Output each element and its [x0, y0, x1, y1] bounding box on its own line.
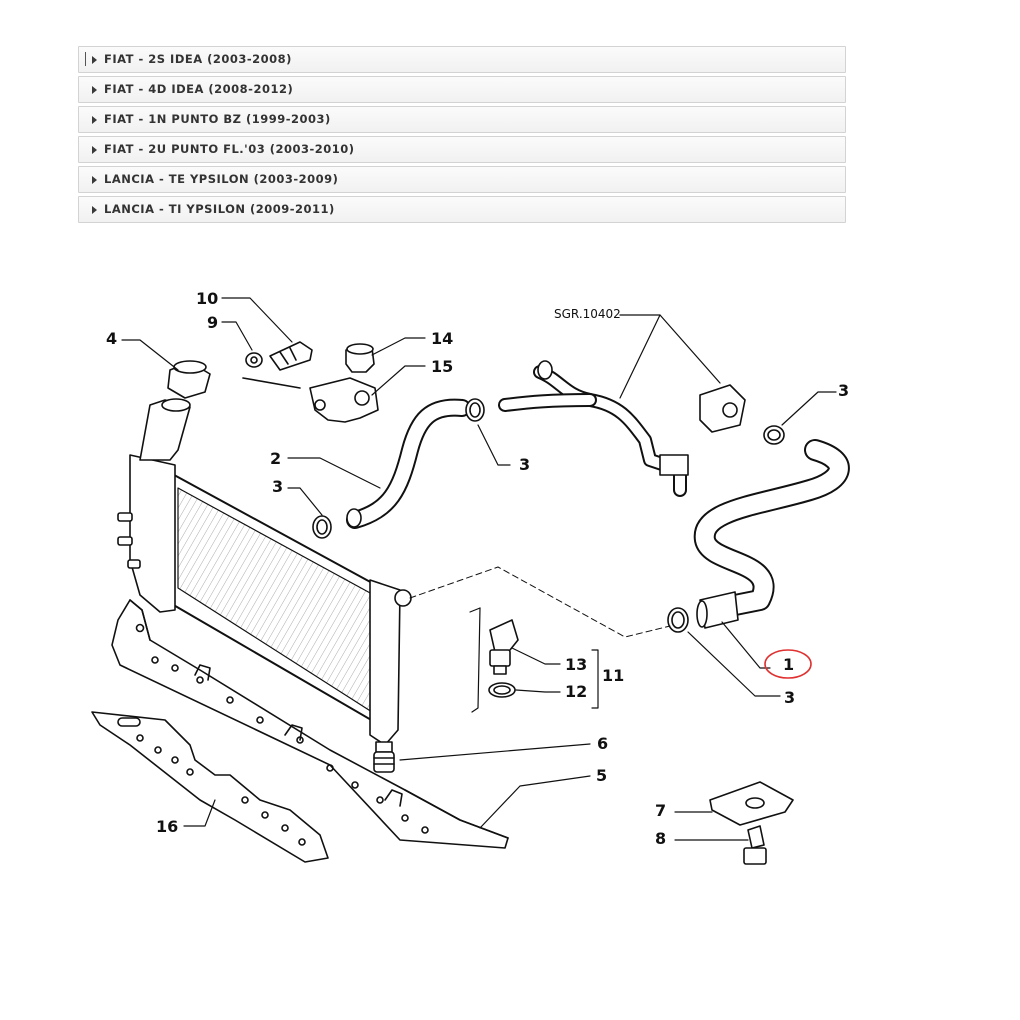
callout-6: 6 [597, 734, 608, 753]
leader-lines [121, 297, 837, 841]
callout-9: 9 [207, 313, 218, 332]
callout-15: 15 [431, 357, 453, 376]
expand-arrow-icon [92, 146, 97, 154]
callout-2: 2 [270, 449, 281, 468]
ref-label-sgr: SGR.10402 [554, 307, 621, 321]
model-label: FIAT - 2U PUNTO FL.'03 (2003-2010) [104, 142, 355, 156]
model-row-fiat-4d-idea[interactable]: FIAT - 4D IDEA (2008-2012) [78, 76, 846, 103]
callout-3-left: 3 [272, 477, 283, 496]
crossmember-part-5 [111, 599, 509, 849]
expand-arrow-icon [92, 206, 97, 214]
model-label: LANCIA - TI YPSILON (2009-2011) [104, 202, 335, 216]
bolt-part-10 [269, 341, 313, 371]
callout-16: 16 [156, 817, 178, 836]
bracket-part-15 [309, 377, 379, 423]
callout-5: 5 [596, 766, 607, 785]
callout-11: 11 [602, 666, 624, 685]
model-list: FIAT - 2S IDEA (2003-2008) FIAT - 4D IDE… [78, 46, 846, 226]
callout-8: 8 [655, 829, 666, 848]
callout-3-top-right: 3 [838, 381, 849, 400]
model-label: FIAT - 1N PUNTO BZ (1999-2003) [104, 112, 331, 126]
model-row-lancia-ti-ypsilon[interactable]: LANCIA - TI YPSILON (2009-2011) [78, 196, 846, 223]
clamp-part-3 [465, 398, 485, 422]
text-cursor [85, 52, 86, 66]
expand-arrow-icon [92, 116, 97, 124]
callout-7: 7 [655, 801, 666, 820]
model-row-fiat-2u-punto[interactable]: FIAT - 2U PUNTO FL.'03 (2003-2010) [78, 136, 846, 163]
radiator [117, 398, 412, 753]
hose-part-1 [693, 439, 850, 629]
clamp-part-3 [667, 607, 689, 633]
callout-12: 12 [565, 682, 587, 701]
callout-14: 14 [431, 329, 453, 348]
expand-arrow-icon [92, 176, 97, 184]
plug-part-14 [345, 343, 375, 373]
hose-part-2 [346, 398, 471, 529]
callout-13: 13 [565, 655, 587, 674]
clamp-part-3 [763, 425, 785, 445]
clamp-part-3 [312, 515, 332, 539]
model-row-fiat-2s-idea[interactable]: FIAT - 2S IDEA (2003-2008) [78, 46, 846, 73]
callout-3-center: 3 [519, 455, 530, 474]
filler-cap-part-4 [167, 360, 211, 399]
pipe-assembly-sgr-10402 [498, 360, 746, 497]
callout-labels: SGR.10402 10 9 4 14 15 3 2 3 3 13 11 12 … [106, 289, 849, 848]
callout-1: 1 [783, 655, 794, 674]
o-ring-part-12 [488, 682, 516, 698]
callout-4: 4 [106, 329, 117, 348]
bolt-part-8 [743, 825, 767, 865]
bracket-part-16 [91, 711, 329, 863]
drain-plug-part-6 [373, 751, 395, 773]
model-label: FIAT - 4D IDEA (2008-2012) [104, 82, 294, 96]
sensor-part-13 [489, 619, 519, 675]
model-label: LANCIA - TE YPSILON (2003-2009) [104, 172, 339, 186]
callout-3-bottom-right: 3 [784, 688, 795, 707]
expand-arrow-icon [92, 86, 97, 94]
dashed-connection-lines [409, 566, 671, 638]
callout-10: 10 [196, 289, 218, 308]
model-row-fiat-1n-punto[interactable]: FIAT - 1N PUNTO BZ (1999-2003) [78, 106, 846, 133]
clip-part-7 [709, 781, 794, 826]
model-row-lancia-te-ypsilon[interactable]: LANCIA - TE YPSILON (2003-2009) [78, 166, 846, 193]
washer-part-9 [245, 352, 263, 368]
model-label: FIAT - 2S IDEA (2003-2008) [104, 52, 292, 66]
highlight-circle [764, 649, 812, 679]
expand-arrow-icon [92, 56, 97, 64]
